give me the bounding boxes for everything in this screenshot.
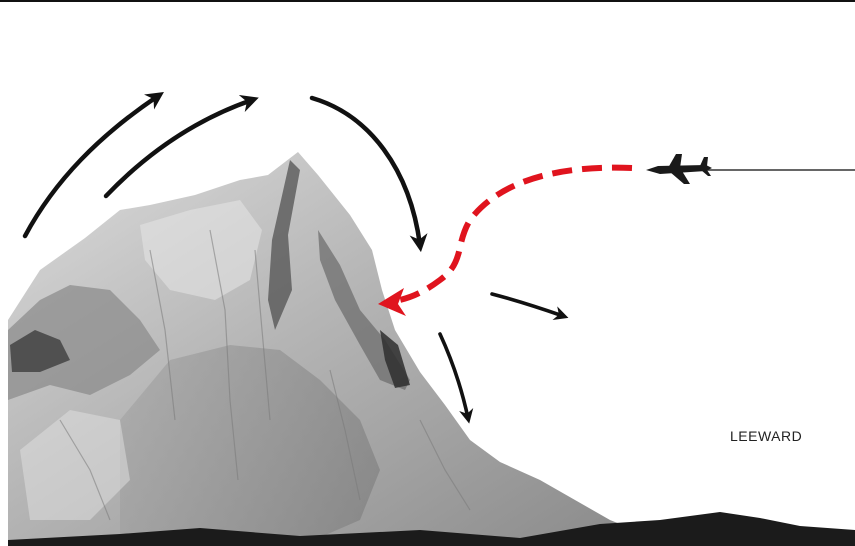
upwind-arrow-right	[106, 100, 252, 196]
flight-path	[378, 168, 632, 316]
flight-path-dashed-curve	[388, 168, 632, 302]
leeward-label: LEEWARD	[730, 428, 802, 444]
mountain	[8, 152, 640, 546]
airplane-icon	[646, 154, 855, 184]
top-border	[0, 0, 855, 2]
rotor-arrow-right	[492, 294, 563, 316]
